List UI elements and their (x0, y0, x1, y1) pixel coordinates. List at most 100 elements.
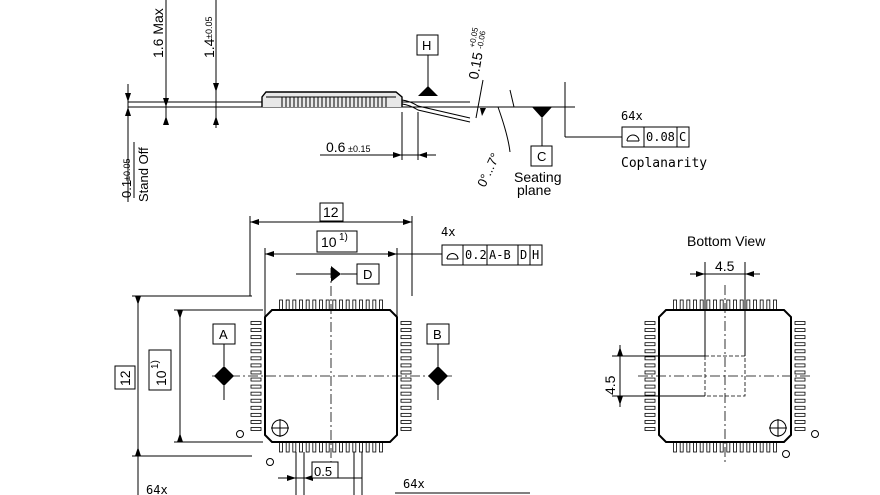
lead (794, 391, 806, 396)
lead (359, 299, 363, 311)
lead (644, 427, 656, 431)
lead (400, 405, 412, 410)
bottom-leads-right (794, 321, 806, 431)
lead (644, 342, 656, 347)
lead (352, 441, 357, 453)
lead (250, 377, 262, 382)
lead (693, 441, 697, 453)
lead (644, 398, 656, 403)
lead (679, 441, 684, 453)
lead (332, 299, 337, 311)
lead (644, 363, 656, 368)
index-marker-1-bottom (782, 450, 790, 458)
lead (345, 441, 350, 453)
lead (759, 299, 764, 311)
lead (400, 342, 412, 347)
pitch-label: 0.5 (314, 464, 332, 479)
lead (250, 349, 262, 354)
body-thickness-value: 1.4 (201, 38, 217, 58)
lead (644, 349, 656, 354)
lead (250, 384, 262, 389)
lead (733, 441, 737, 453)
lead (713, 299, 717, 311)
lead (644, 321, 656, 325)
lead (794, 349, 806, 354)
angle-label: 0°...7° (474, 151, 503, 190)
lead (794, 328, 806, 332)
lead (726, 441, 731, 453)
lead (746, 299, 751, 311)
lead (644, 420, 656, 424)
lead (250, 427, 262, 431)
lead (794, 420, 806, 424)
datum-c-label: C (537, 149, 546, 164)
lead (400, 384, 412, 389)
bottom-count-right: 64x (403, 477, 425, 491)
datum-c-box (530, 145, 553, 167)
lead (686, 299, 691, 311)
lead (339, 299, 343, 311)
lead (739, 441, 744, 453)
standoff-label: Stand Off (136, 147, 151, 202)
top-view: 12 10 1) 4x 0.2 A-B D H D (114, 202, 543, 495)
lead (352, 299, 357, 311)
lead (292, 299, 297, 311)
lead (372, 299, 377, 311)
lead (400, 349, 412, 354)
coplanarity-count: 64x (621, 109, 643, 123)
orientation-marker-64 (236, 430, 244, 438)
lead (400, 328, 412, 332)
lead (400, 377, 412, 382)
lead (379, 299, 383, 311)
lead (299, 441, 303, 453)
lead (686, 441, 691, 453)
lead (400, 427, 412, 431)
pad-width-label: 4.5 (715, 258, 735, 274)
side-leads (281, 97, 387, 107)
lead (644, 356, 656, 361)
lead (279, 441, 283, 453)
lead (400, 335, 412, 340)
bottom-view-title: Bottom View (687, 233, 766, 249)
bottom-view: Bottom View 4.5 4.5 (602, 233, 819, 462)
standoff-tol: ±0.05 (122, 159, 132, 181)
lead (345, 299, 350, 311)
lead (400, 370, 412, 375)
profile-value: 0.2 (465, 248, 487, 262)
lead-thickness-tol-lower: -0.06 (476, 30, 488, 50)
lead (400, 420, 412, 424)
body-width-note: 1) (339, 232, 348, 243)
profile-ref-h: H (532, 248, 539, 262)
lead (312, 441, 317, 453)
lead (312, 299, 317, 311)
lead (250, 391, 262, 396)
coplanarity-ref: C (679, 130, 686, 144)
lead (250, 335, 262, 340)
lead (773, 441, 777, 453)
bottom-leads-left (644, 321, 656, 431)
lead (699, 441, 704, 453)
lead (673, 441, 677, 453)
lead (644, 384, 656, 389)
lead (250, 328, 262, 332)
index-marker-1 (266, 458, 274, 466)
lead (359, 441, 363, 453)
lead (739, 299, 744, 311)
lead (339, 441, 343, 453)
foot-length-value: 0.6 (326, 139, 346, 155)
lead (250, 370, 262, 375)
lead (292, 441, 297, 453)
lead (794, 370, 806, 375)
exposed-pad (704, 355, 746, 397)
lead (746, 441, 751, 453)
lead (305, 299, 310, 311)
profile-ref-ab: A-B (489, 248, 511, 262)
lead (299, 299, 303, 311)
profile-count: 4x (441, 225, 455, 239)
lead (753, 441, 757, 453)
lead (379, 441, 383, 453)
lead (719, 441, 724, 453)
lead (325, 299, 330, 311)
lead (699, 299, 704, 311)
